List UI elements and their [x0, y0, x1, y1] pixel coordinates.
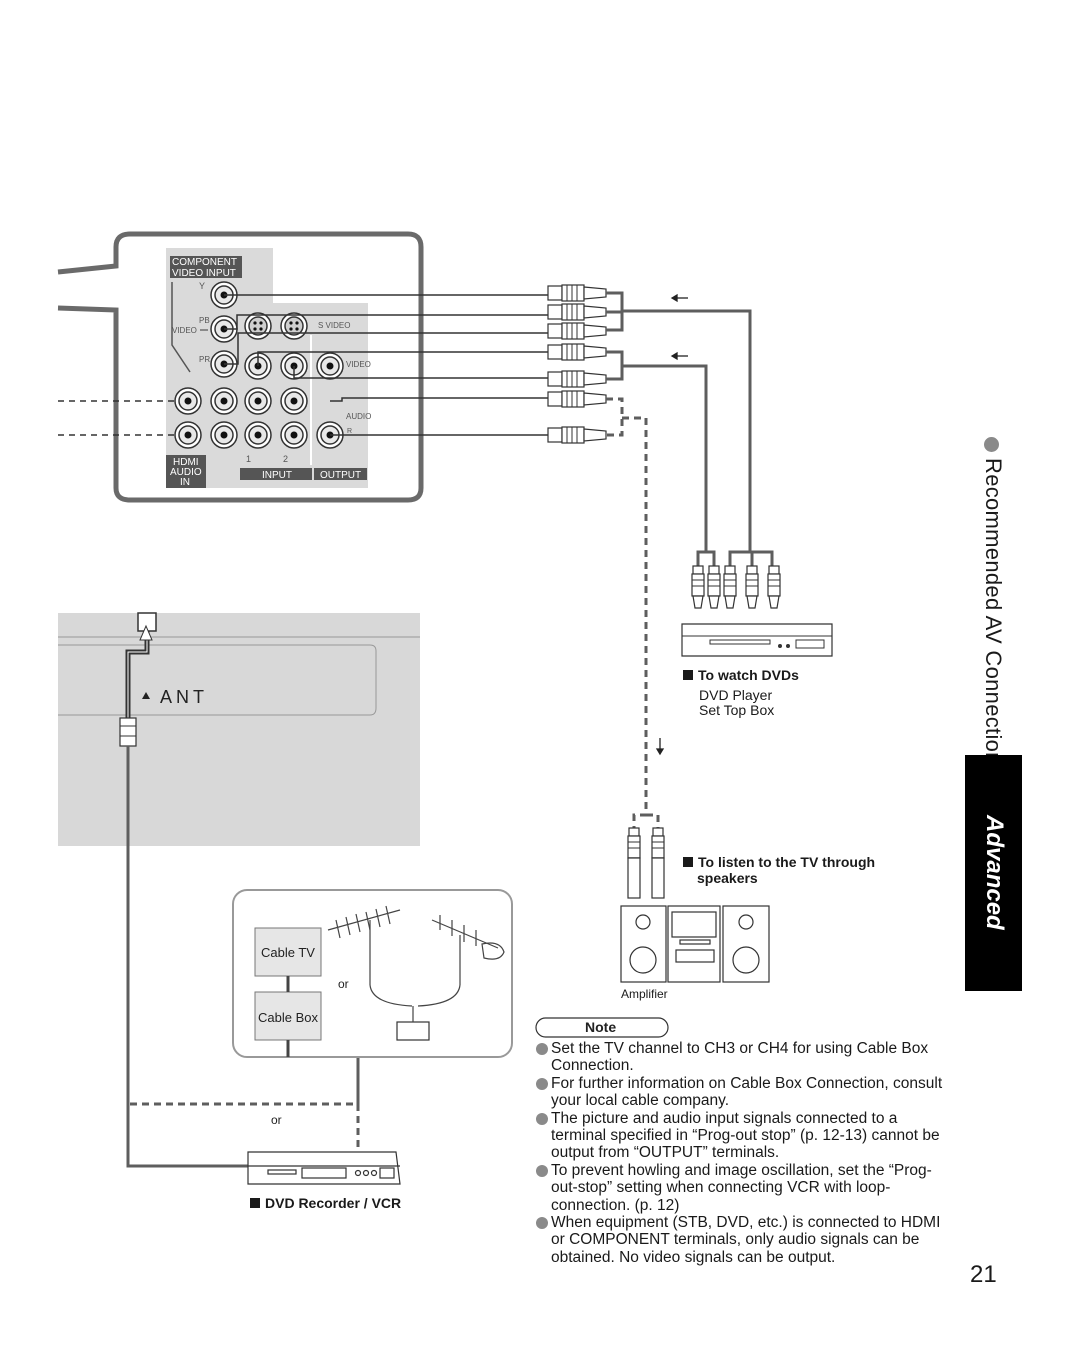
amplifier-illustration: [620, 905, 770, 983]
watch-dvds-line2: Set Top Box: [699, 702, 775, 718]
tv-rear-outline: [57, 231, 424, 503]
note-item-text: When equipment (STB, DVD, etc.) is conne…: [551, 1214, 941, 1266]
bullet-dot-icon: [536, 1217, 548, 1230]
hdmi-label-2: AUDIO: [170, 467, 202, 478]
video-label: VIDEO: [172, 326, 197, 335]
bullet-dot-icon: [536, 1112, 548, 1125]
component-label-2: VIDEO INPUT: [172, 268, 236, 279]
note-title: Note: [585, 1019, 616, 1035]
dvd-recorder-illustration: [247, 1151, 401, 1185]
section-bullet-icon: [984, 437, 999, 452]
ant-panel: [58, 613, 420, 846]
dvd-recorder-label: DVD Recorder / VCR: [250, 1195, 401, 1211]
cable-tv-label: Cable TV: [261, 945, 315, 960]
note-pill: [535, 1017, 669, 1038]
listen-heading-2: speakers: [697, 870, 758, 886]
amplifier-label: Amplifier: [621, 987, 668, 1001]
square-bullet-icon: [683, 670, 693, 680]
note-item: Set the TV channel to CH3 or CH4 for usi…: [536, 1040, 946, 1075]
input-num-2: 2: [283, 454, 288, 464]
svideo-label: S VIDEO: [318, 321, 350, 330]
watch-dvds-heading: To watch DVDs: [683, 667, 799, 683]
or-lower-label: or: [271, 1113, 282, 1127]
square-bullet-icon: [683, 857, 693, 867]
note-item-text: To prevent howling and image oscillation…: [551, 1161, 932, 1214]
note-item: To prevent howling and image oscillation…: [536, 1162, 946, 1214]
listen-heading: To listen to the TV through: [683, 854, 875, 870]
input-num-1: 1: [246, 454, 251, 464]
listen-heading-text-1: To listen to the TV through: [698, 854, 876, 870]
antenna-illustration: [327, 905, 505, 1007]
ant-label: ANT: [160, 687, 208, 707]
audio-label: AUDIO: [346, 412, 371, 421]
hdmi-label-3: IN: [180, 477, 190, 488]
bullet-dot-icon: [536, 1043, 548, 1055]
side-title: Recommended AV Connections: [981, 458, 1006, 777]
note-item-text: For further information on Cable Box Con…: [551, 1074, 943, 1110]
bullet-dot-icon: [536, 1164, 548, 1177]
pb-label: PB: [199, 316, 210, 325]
square-bullet-icon: [250, 1198, 260, 1208]
watch-dvds-heading-text: To watch DVDs: [698, 667, 799, 683]
note-item-text: The picture and audio input signals conn…: [551, 1109, 940, 1162]
watch-dvds-line1: DVD Player: [699, 687, 773, 703]
dvd-recorder-label-text: DVD Recorder / VCR: [265, 1195, 402, 1211]
y-label: Y: [199, 281, 205, 291]
note-item: The picture and audio input signals conn…: [536, 1110, 946, 1162]
output-label: OUTPUT: [320, 470, 361, 481]
section-tab-label: Advanced: [981, 815, 1008, 930]
r-label: R: [347, 428, 352, 435]
note-item: When equipment (STB, DVD, etc.) is conne…: [536, 1214, 946, 1266]
note-item: For further information on Cable Box Con…: [536, 1075, 946, 1110]
input-label: INPUT: [262, 470, 292, 481]
component-label-1: COMPONENT: [172, 257, 237, 268]
dvd-player-illustration: [681, 623, 833, 657]
source-or-label: or: [338, 977, 349, 991]
cable-box-label: Cable Box: [258, 1010, 318, 1025]
hdmi-label-1: HDMI: [173, 457, 199, 468]
pr-label: PR: [199, 355, 210, 364]
note-item-text: Set the TV channel to CH3 or CH4 for usi…: [551, 1040, 929, 1075]
page-number: 21: [970, 1261, 997, 1288]
video-right-label: VIDEO: [346, 360, 371, 369]
section-tab: [965, 755, 1022, 991]
note-list: Set the TV channel to CH3 or CH4 for usi…: [536, 1040, 946, 1266]
bullet-dot-icon: [536, 1077, 548, 1090]
